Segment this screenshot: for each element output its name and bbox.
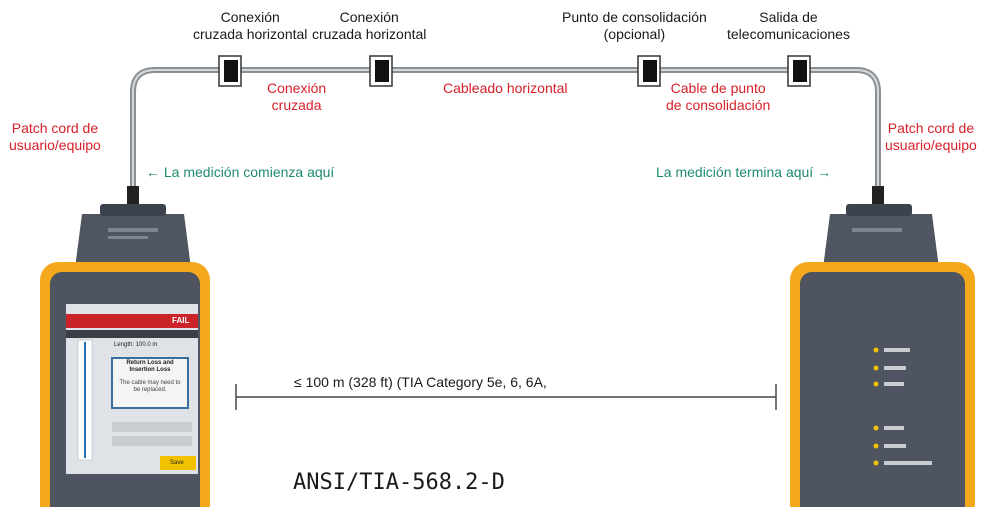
label-measurement-end: La medición termina aquí →: [656, 164, 832, 180]
tester-save-button[interactable]: Save: [170, 460, 184, 466]
tester-popup-title: Return Loss and Insertion Loss: [126, 360, 174, 373]
label-standard: ANSI/TIA-568.2-D: [293, 470, 505, 495]
label-measurement-start: ← La medición comienza aquí: [146, 164, 335, 180]
right-tester-remote-module: [822, 204, 940, 276]
label-horizontal-cabling: Cableado horizontal: [443, 80, 568, 96]
label-distance: ≤ 100 m (328 ft) (TIA Category 5e, 6, 6A…: [294, 374, 547, 390]
connector-outlet: [787, 55, 811, 87]
tester-status-badge: FAIL: [172, 316, 190, 325]
plug-right: [872, 186, 884, 204]
tester-length-readout: Length: 100.0 m: [114, 342, 158, 348]
tester-popup-body: The cable may need to be replaced.: [119, 380, 181, 393]
distance-line: [235, 384, 777, 410]
connector-cp: [637, 55, 661, 87]
connector-xc1: [218, 55, 242, 87]
plug-left: [127, 186, 139, 204]
left-tester-remote-module: [74, 204, 192, 276]
label-consolidation-point: Punto de consolidación(opcional): [562, 9, 707, 42]
right-tester-body: [790, 262, 975, 507]
connector-xc2: [369, 55, 393, 87]
left-tester-body: [40, 262, 210, 507]
